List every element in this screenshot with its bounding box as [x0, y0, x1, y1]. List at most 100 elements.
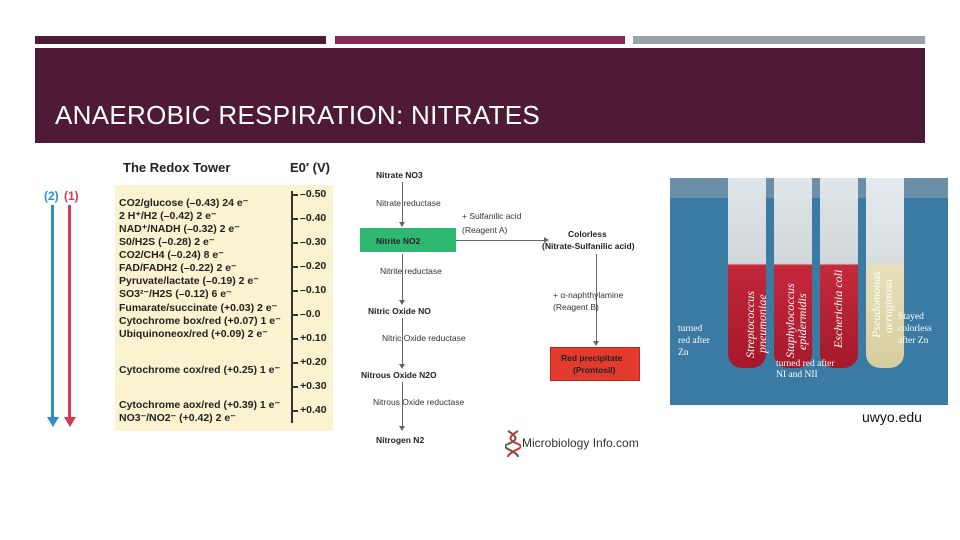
- test-tube-3: [820, 178, 858, 368]
- redox-couple: FAD/FADH2 (–0.22) 2 e⁻: [119, 262, 237, 274]
- arrow-down-icon: [399, 222, 405, 227]
- arrow-down-icon: [399, 300, 405, 305]
- flow-arrow-line: [456, 240, 544, 241]
- redox-axis: [291, 191, 293, 423]
- scale-label: –0.20: [300, 260, 327, 272]
- redox-couple: Cytochrome cox/red (+0.25) 1 e⁻: [119, 364, 281, 376]
- flow-arrow-line: [402, 382, 403, 427]
- test-tube-4: [866, 178, 904, 368]
- scale-label: +0.20: [300, 356, 327, 368]
- redox-couple: NAD⁺/NADH (–0.32) 2 e⁻: [119, 223, 240, 235]
- photo-right-label-3: after Zn: [898, 336, 929, 346]
- flow-colorless-1: Colorless: [568, 229, 607, 239]
- arrow-down-icon: [399, 364, 405, 369]
- flow-red-2: (Prontosil): [573, 365, 616, 375]
- scale-label: –0.40: [300, 212, 327, 224]
- scale-tick: [291, 410, 298, 412]
- flow-reagent-a-1: + Sulfanilic acid: [462, 211, 522, 221]
- flow-colorless-2: (Nitrate-Sulfanilic acid): [542, 241, 635, 251]
- flow-nitrogen: Nitrogen N2: [376, 435, 425, 445]
- photo-right-label-2: colorless: [898, 324, 932, 334]
- arrow-1-line: [68, 205, 71, 421]
- scale-tick: [291, 362, 298, 364]
- scale-tick: [291, 218, 298, 220]
- test-tubes-photo: Streptococcus pneumoniae Staphylococcus …: [670, 178, 948, 405]
- scale-tick: [291, 194, 298, 196]
- scale-label: –0.0: [300, 308, 321, 320]
- flow-reagent-b-2: (Reagent B): [553, 302, 599, 312]
- scale-label: +0.30: [300, 380, 327, 392]
- flow-nitric-oxide-reductase: Nitric Oxide reductase: [382, 333, 466, 343]
- flow-nitrite: Nitrite NO2: [376, 236, 421, 246]
- flow-reagent-a-2: (Reagent A): [462, 225, 508, 235]
- redox-couple: Fumarate/succinate (+0.03) 2 e⁻: [119, 302, 278, 314]
- photo-right-label-1: Stayed: [898, 312, 924, 322]
- scale-label: +0.10: [300, 332, 327, 344]
- accent-bar-magenta: [335, 36, 625, 44]
- flow-nitrite-reductase: Nitrite reductase: [380, 266, 442, 276]
- scale-label: –0.10: [300, 284, 327, 296]
- test-tube-2: [774, 178, 812, 368]
- scale-tick: [291, 266, 298, 268]
- arrow-1-head-icon: [63, 417, 76, 427]
- microbiology-info-logo: Microbiology Info.com: [504, 430, 655, 458]
- arrow-label-1: (1): [64, 189, 79, 203]
- photo-bottom-label-1: turned red after: [776, 359, 835, 369]
- tube-3-label-a: Escherichia coli: [831, 269, 845, 348]
- scale-label: +0.40: [300, 404, 327, 416]
- scale-tick: [291, 386, 298, 388]
- red-precipitate-box: [550, 347, 640, 381]
- arrow-2-head-icon: [46, 417, 59, 427]
- redox-couple: Cytochrome box/red (+0.07) 1 e⁻: [119, 315, 281, 327]
- photo-left-label-2: red after: [678, 336, 710, 346]
- arrow-label-2: (2): [44, 189, 59, 203]
- arrow-down-icon: [399, 426, 405, 431]
- tube-1-label-b: pneumoniae: [755, 294, 769, 353]
- photo-bottom-label-2: NI and NII: [776, 370, 818, 380]
- redox-couple: CO2/glucose (–0.43) 24 e⁻: [119, 197, 249, 209]
- redox-couple: S0/H2S (–0.28) 2 e⁻: [119, 236, 215, 248]
- redox-couple: SO3²⁻/H2S (–0.12) 6 e⁻: [119, 288, 232, 300]
- scale-tick: [291, 290, 298, 292]
- redox-eo-label: E0′ (V): [290, 160, 330, 175]
- flow-arrow-line: [402, 318, 403, 365]
- redox-tower-figure: The Redox Tower E0′ (V) (2) (1) CO2/gluc…: [38, 155, 363, 431]
- flow-nitrate-reductase: Nitrate reductase: [376, 198, 441, 208]
- flow-nitrous-oxide: Nitrous Oxide N2O: [361, 370, 437, 380]
- scale-tick: [291, 242, 298, 244]
- redox-couple: Pyruvate/lactate (–0.19) 2 e⁻: [119, 275, 259, 287]
- tube-2-label-b: epidermidis: [795, 293, 809, 350]
- flow-reagent-b-1: + α-naphthylamine: [553, 290, 624, 300]
- photo-left-label-3: Zn: [678, 348, 689, 358]
- arrow-right-icon: [544, 237, 549, 243]
- slide-title: ANAEROBIC RESPIRATION: NITRATES: [55, 100, 541, 130]
- accent-bar-dark: [35, 36, 326, 44]
- scale-label: –0.50: [300, 188, 327, 200]
- flow-red-1: Red precipitate: [561, 353, 623, 363]
- scale-tick: [291, 314, 298, 316]
- arrow-2-line: [51, 205, 54, 421]
- redox-couple: NO3⁻/NO2⁻ (+0.42) 2 e⁻: [119, 412, 236, 424]
- scale-tick: [291, 338, 298, 340]
- flow-arrow-line: [402, 254, 403, 301]
- flow-nitrate: Nitrate NO3: [376, 170, 423, 180]
- redox-title: The Redox Tower: [123, 160, 231, 175]
- nitrite-box: [360, 228, 456, 252]
- redox-couple: CO2/CH4 (–0.24) 8 e⁻: [119, 249, 224, 261]
- test-tube-1: [728, 178, 766, 368]
- redox-couple: 2 H⁺/H2 (–0.42) 2 e⁻: [119, 210, 217, 222]
- flow-arrow-line: [596, 254, 597, 342]
- tube-4-label-b: aeruginosa: [881, 279, 895, 333]
- redox-couple: Ubiquinoneox/red (+0.09) 2 e⁻: [119, 328, 268, 340]
- flow-nitrous-oxide-reductase: Nitrous Oxide reductase: [373, 397, 465, 407]
- title-banner: ANAEROBIC RESPIRATION: NITRATES: [35, 48, 925, 143]
- arrow-down-icon: [593, 341, 599, 346]
- flow-arrow-line: [402, 182, 403, 223]
- flow-nitric-oxide: Nitric Oxide NO: [368, 306, 431, 316]
- accent-bar-gray: [633, 36, 925, 44]
- dna-icon: [504, 430, 522, 458]
- scale-label: –0.30: [300, 236, 327, 248]
- redox-panel: [115, 185, 333, 431]
- photo-left-label-1: turned: [678, 324, 703, 334]
- image-credit: uwyo.edu: [862, 409, 922, 425]
